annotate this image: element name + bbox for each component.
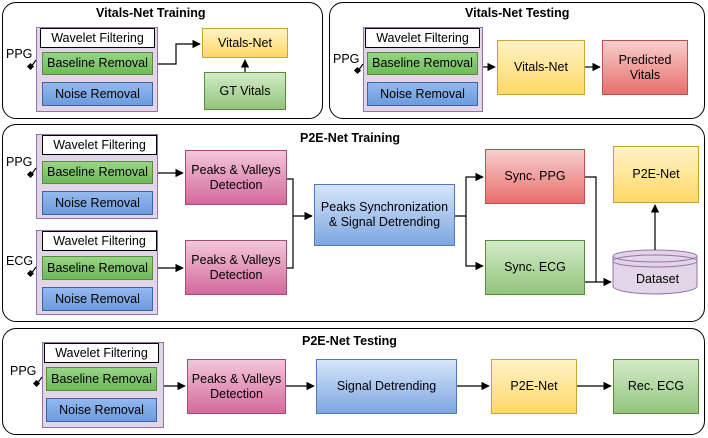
predicted-vitals-box: Predicted Vitals: [602, 40, 688, 95]
panel-title-vitals-training: Vitals-Net Training: [96, 6, 206, 20]
p2e-net-box: P2E-Net: [613, 146, 699, 203]
baseline-removal-box: Baseline Removal: [42, 161, 153, 184]
vitals-net-box: Vitals-Net: [202, 28, 288, 58]
sync-ppg-box: Sync. PPG: [485, 149, 585, 204]
signal-detrending-box: Signal Detrending: [316, 359, 457, 414]
ppg-label: PPG: [6, 155, 33, 169]
noise-removal-box: Noise Removal: [46, 398, 157, 422]
peaks-valleys-detection-box-ppg: Peaks & Valleys Detection: [185, 150, 287, 205]
panel-title-p2e-training: P2E-Net Training: [300, 131, 401, 145]
sync-ecg-box: Sync. ECG: [485, 240, 585, 295]
peaks-valleys-line-1: Peaks & Valleys: [191, 162, 281, 177]
baseline-removal-box: Baseline Removal: [42, 256, 153, 280]
predicted-vitals-line-1: Predicted: [618, 52, 672, 67]
wavelet-filtering-box: Wavelet Filtering: [42, 231, 157, 251]
peaks-valleys-detection-box: Peaks & Valleys Detection: [187, 359, 286, 414]
panel-title-vitals-testing: Vitals-Net Testing: [465, 6, 570, 20]
ppg-label: PPG: [10, 364, 37, 378]
noise-removal-box: Noise Removal: [42, 287, 153, 311]
rec-ecg-box: Rec. ECG: [613, 359, 699, 414]
peaks-valleys-line-2: Detection: [210, 386, 263, 401]
wavelet-filtering-box: Wavelet Filtering: [44, 343, 159, 363]
peaks-sync-line-2: & Signal Detrending: [328, 215, 441, 229]
wavelet-filtering-box: Wavelet Filtering: [365, 28, 480, 48]
gt-vitals-box: GT Vitals: [204, 72, 286, 110]
ppg-label: PPG: [333, 52, 360, 66]
dataset-label: Dataset: [636, 272, 680, 286]
panel-title-p2e-testing: P2E-Net Testing: [302, 334, 397, 348]
noise-removal-box: Noise Removal: [367, 82, 478, 106]
p2e-net-box: P2E-Net: [491, 359, 577, 414]
peaks-valleys-line-2: Detection: [209, 177, 263, 192]
baseline-removal-box: Baseline Removal: [46, 367, 157, 391]
peaks-valleys-line-2: Detection: [209, 267, 263, 282]
peaks-valleys-detection-box-ecg: Peaks & Valleys Detection: [185, 240, 287, 295]
peaks-synchronization-box: Peaks Synchronization & Signal Detrendin…: [314, 184, 455, 246]
predicted-vitals-line-2: Vitals: [629, 67, 661, 82]
ppg-label: PPG: [6, 47, 33, 61]
vitals-net-box: Vitals-Net: [497, 40, 585, 95]
peaks-valleys-line-1: Peaks & Valleys: [191, 371, 282, 386]
noise-removal-box: Noise Removal: [42, 82, 153, 106]
peaks-sync-line-1: Peaks Synchronization: [320, 200, 449, 214]
noise-removal-box: Noise Removal: [42, 191, 153, 215]
ecg-label: ECG: [6, 254, 34, 268]
wavelet-filtering-box: Wavelet Filtering: [40, 28, 155, 48]
baseline-removal-box: Baseline Removal: [42, 52, 153, 75]
peaks-valleys-line-1: Peaks & Valleys: [191, 252, 281, 267]
baseline-removal-box: Baseline Removal: [367, 52, 478, 75]
wavelet-filtering-box: Wavelet Filtering: [42, 135, 157, 155]
